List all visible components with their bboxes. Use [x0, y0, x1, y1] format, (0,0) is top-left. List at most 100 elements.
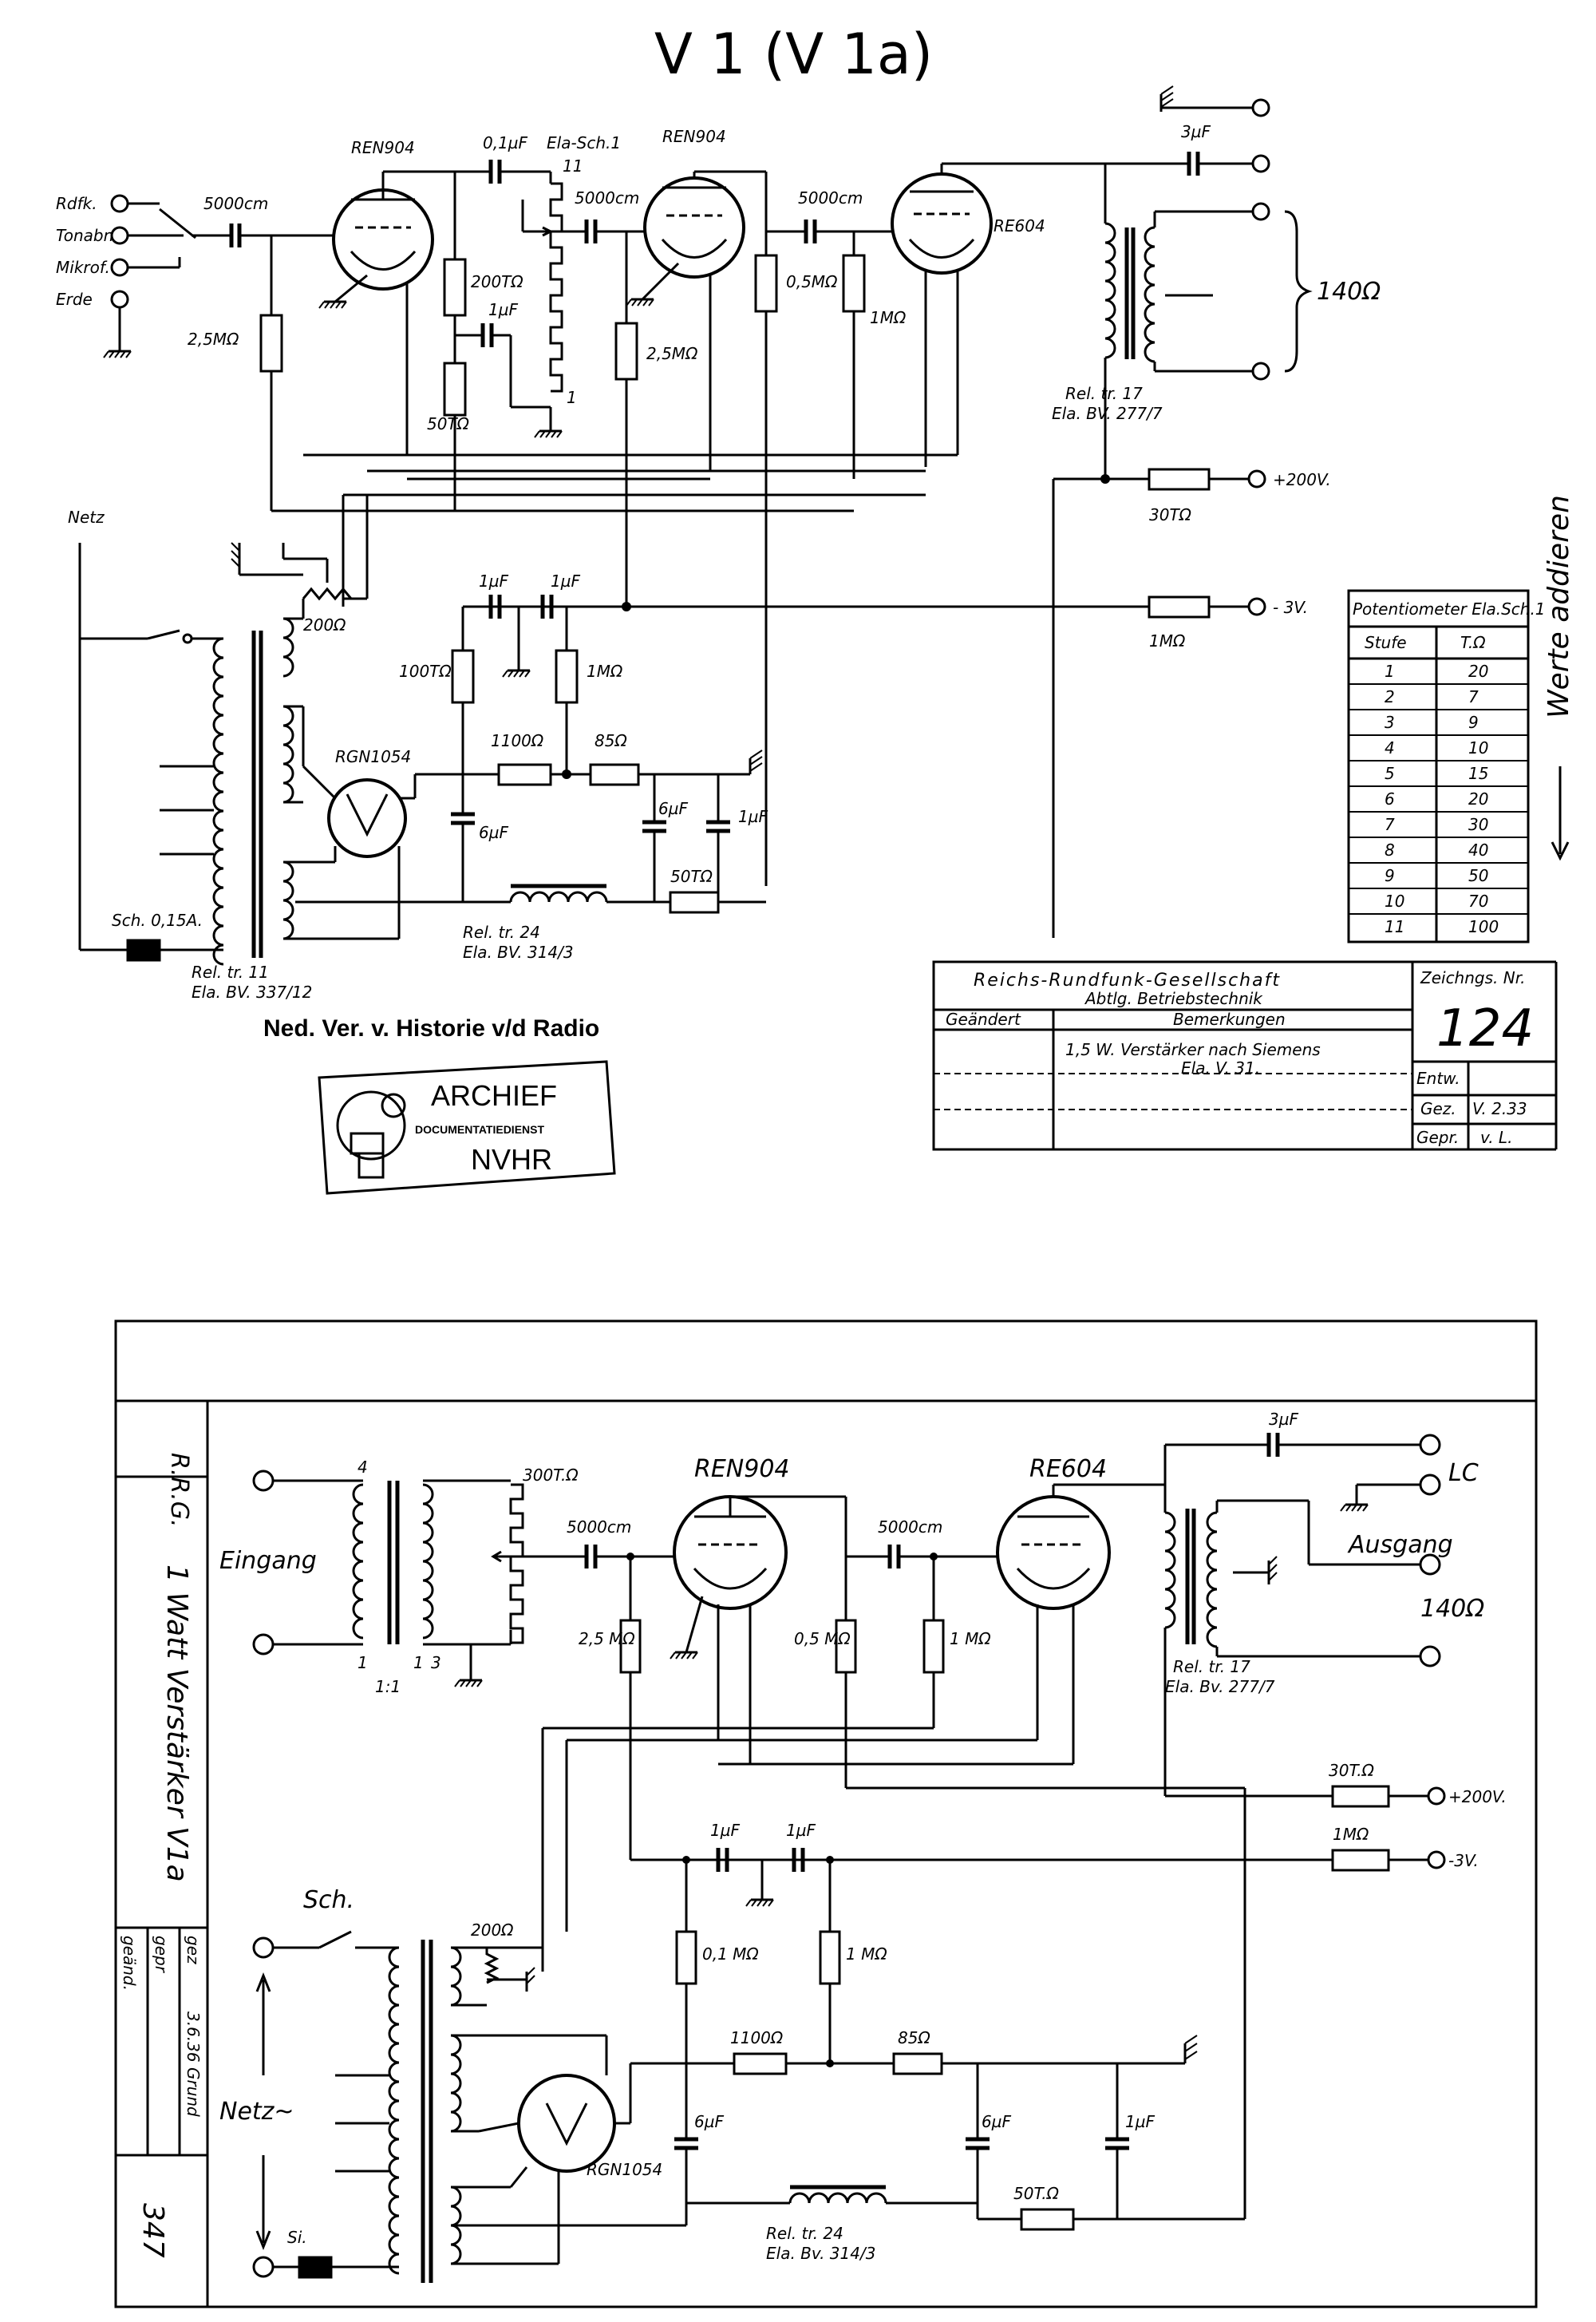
rectifier-label: RGN1054: [335, 747, 411, 766]
pot-table-header-step: Stufe: [1365, 633, 1407, 652]
side-gez: gez: [184, 1936, 203, 1964]
cap-b-coupling-2-label: 5000cm: [878, 1517, 942, 1537]
cap-main-filter-label: 6µF: [479, 823, 508, 842]
resistor-filter-2-label: 1MΩ: [587, 662, 623, 681]
bottom-schematic: R.R.G. 1 Watt Verstärker V1a gez gepr ge…: [114, 1319, 1538, 2308]
pot-table-value-cell: 40: [1468, 841, 1488, 860]
cap-b-filter-2-label: 1µF: [786, 1821, 816, 1840]
resistor-supply-minus-label: 1MΩ: [1149, 631, 1186, 651]
input-terminal-pickup: [110, 226, 129, 245]
input-terminal-microphone: [110, 258, 129, 277]
stamp-logo-icon: [336, 1090, 406, 1161]
resistor-grid-leak-3: [842, 254, 866, 313]
pot-table-header-value: T.Ω: [1460, 633, 1486, 652]
tube-v1-label: REN904: [351, 138, 415, 157]
tb-entw-label: Entw.: [1416, 1069, 1460, 1088]
b-mains-terminal-1: [252, 1936, 275, 1959]
b-mains-fuse: [298, 2256, 333, 2279]
output-transformer-secondary: [1144, 226, 1156, 363]
side-date: 3.6.36 Grund: [184, 2011, 203, 2117]
pot-table-step-cell: 10: [1385, 892, 1404, 911]
b-mains-secondary-1: [450, 1946, 462, 2007]
lc-label: LC: [1448, 1459, 1479, 1487]
pot-table-value-cell: 9: [1468, 713, 1479, 732]
resistor-b-hum-1-label: 1100Ω: [730, 2028, 784, 2047]
output-b-terminal-2: [1419, 1645, 1441, 1667]
resistor-supply-minus: [1148, 595, 1211, 619]
output-transformer-label-1: Rel. tr. 17: [1065, 384, 1143, 403]
b-rectifier-label: RGN1054: [587, 2160, 662, 2179]
winding-number-4: 3: [431, 1653, 441, 1672]
pot-table-value-cell: 20: [1468, 789, 1488, 809]
pot-tap-top: 11: [563, 156, 583, 176]
resistor-hum-2: [589, 763, 640, 786]
side-gepr: gepr: [152, 1936, 171, 1974]
pot-table-caption: Potentiometer Ela.Sch.1: [1353, 599, 1546, 619]
input-terminal-radio: [110, 194, 129, 213]
cap-filter-1-label: 1µF: [479, 572, 508, 591]
resistor-grid-leak-1: [259, 314, 283, 373]
resistor-b-bleeder-label: 50T.Ω: [1013, 2184, 1060, 2203]
b-hum-pot-label: 200Ω: [471, 1920, 514, 1940]
b-mains-secondary-2: [450, 2034, 462, 2133]
lc-terminal-1: [1419, 1434, 1441, 1456]
cap-b-main-filter-label: 6µF: [694, 2112, 724, 2131]
stamp-line-1: ARCHIEF: [431, 1079, 557, 1112]
choke-label-2: Ela. BV. 314/3: [463, 943, 574, 962]
output-terminal-2: [1251, 362, 1270, 381]
tb-gepr-value: v. L.: [1480, 1128, 1512, 1147]
supply-plus-terminal: [1247, 469, 1266, 489]
tb-company: Reichs-Rundfunk-Gesellschaft: [974, 971, 1281, 991]
page-title: V 1 (V 1a): [654, 22, 933, 87]
pot-table-step-cell: 1: [1385, 662, 1395, 681]
mains-transformer-label-1: Rel. tr. 11: [192, 963, 269, 982]
input-pot-label: 300T.Ω: [523, 1466, 579, 1485]
mains-label: Netz: [68, 508, 105, 527]
pot-table-step-cell: 2: [1385, 687, 1395, 706]
tube-v2-label: REN904: [662, 127, 726, 146]
rectifier-tube: [327, 778, 407, 858]
resistor-grid-leak-3-label: 1MΩ: [870, 308, 907, 327]
input-label-earth: Erde: [56, 290, 93, 309]
resistor-hum-2-label: 85Ω: [595, 731, 627, 750]
cap-coupling-2-label: 5000cm: [575, 188, 639, 208]
tb-drawing-no-label: Zeichngs. Nr.: [1420, 968, 1525, 987]
pot-table-value-cell: 20: [1468, 662, 1488, 681]
fuse-label: Sch. 0,15A.: [112, 911, 203, 930]
resistor-anode-1: [443, 258, 467, 317]
resistor-b-grid-leak-1-label: 2,5 MΩ: [579, 1629, 635, 1648]
resistor-b-anode-1-label: 0,5 MΩ: [794, 1629, 851, 1648]
archive-society: Ned. Ver. v. Historie v/d Radio: [263, 1015, 599, 1042]
tb-drawing-no: 124: [1436, 999, 1534, 1058]
pot-table-value-cell: 10: [1468, 738, 1488, 758]
cap-b-output-label: 3µF: [1269, 1410, 1298, 1429]
hum-pot-label: 200Ω: [303, 615, 346, 635]
resistor-b-filter-2-label: 1 MΩ: [846, 1944, 887, 1964]
side-title: 1 Watt Verstärker V1a: [160, 1564, 193, 1882]
lc-terminal-2: [1419, 1474, 1441, 1496]
pot-table-step-cell: 9: [1385, 866, 1395, 885]
winding-number-1: 4: [358, 1458, 368, 1477]
cap-b-coupling-1-label: 5000cm: [567, 1517, 631, 1537]
pot-table-value-cell: 30: [1468, 815, 1488, 834]
resistor-bleeder: [669, 891, 720, 914]
resistor-filter-1: [451, 649, 475, 704]
resistor-b-hum-2: [892, 2052, 943, 2075]
b-supply-minus-label: -3V.: [1448, 1851, 1479, 1870]
input-label-pickup: Tonabn.: [56, 226, 119, 245]
tb-remark-1: 1,5 W. Verstärker nach Siemens: [1065, 1040, 1321, 1059]
resistor-b-hum-1: [733, 2052, 788, 2075]
cap-output-label: 3µF: [1181, 122, 1211, 141]
b-rectifier-tube: [517, 2074, 616, 2173]
tube-b-v2: [996, 1495, 1111, 1610]
cap-filter-3-label: 6µF: [658, 799, 688, 818]
choke-label-1: Rel. tr. 24: [463, 923, 540, 942]
resistor-anode-1-label: 200TΩ: [471, 272, 523, 291]
resistor-b-supply-plus: [1331, 1785, 1390, 1808]
b-hum-pot: [484, 1948, 500, 1984]
resistor-decoupling-1-label: 50TΩ: [427, 414, 470, 433]
resistor-b-hum-2-label: 85Ω: [898, 2028, 930, 2047]
pot-table-value-cell: 100: [1468, 917, 1499, 936]
filter-choke: [509, 891, 608, 903]
